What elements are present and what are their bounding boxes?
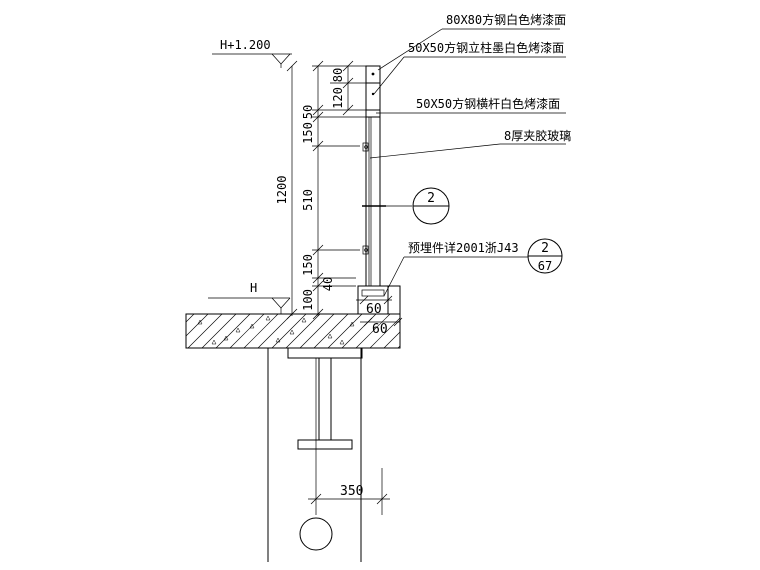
slab-aggregate-mark bbox=[301, 317, 307, 323]
slab-hatch-line bbox=[201, 313, 237, 349]
dimension-chain: 80 120 50 150 510 150 40 100 bbox=[301, 60, 372, 320]
dim-80: 80 bbox=[331, 68, 345, 82]
dim-40: 40 bbox=[321, 277, 335, 291]
level-floor-label: H bbox=[250, 281, 257, 295]
slab-aggregate-mark bbox=[249, 323, 255, 329]
dim-150-upper: 150 bbox=[301, 122, 315, 144]
section-mark-symbol: 2 bbox=[362, 187, 450, 225]
slab-aggregate-mark bbox=[275, 337, 281, 343]
dim-60-lower: 60 bbox=[372, 322, 388, 337]
slab-hatch-line bbox=[215, 313, 251, 349]
slab-hatch-line bbox=[187, 313, 223, 349]
callout-labels: 80X80方钢白色烤漆面 50X50方钢立柱墨白色烤漆面 50X50方钢横杆白色… bbox=[369, 12, 571, 297]
slab-hatch-line bbox=[313, 313, 349, 349]
dimension-total-height: 1200 bbox=[275, 60, 298, 320]
slab-hatch-line bbox=[185, 313, 195, 323]
dim-1200: 1200 bbox=[275, 176, 289, 205]
slab-aggregate-mark bbox=[235, 327, 241, 333]
slab-aggregate-mark bbox=[289, 329, 295, 335]
slab-hatch-line bbox=[285, 313, 321, 349]
slab-hatch-line bbox=[341, 313, 377, 349]
dim-50: 50 bbox=[301, 105, 315, 119]
curb-and-base: 60 60 bbox=[356, 285, 403, 337]
slab-hatch-line bbox=[369, 317, 401, 349]
level-floor: H bbox=[208, 281, 291, 314]
slab-hatch-line bbox=[383, 331, 401, 349]
rebar-circle bbox=[299, 517, 333, 551]
dim-120: 120 bbox=[331, 87, 345, 109]
slab-aggregate-mark bbox=[265, 315, 271, 321]
slab-hatch-line bbox=[271, 313, 307, 349]
dim-150-lower: 150 bbox=[301, 254, 315, 276]
steel-beam bbox=[267, 347, 363, 562]
section-mark-number: 2 bbox=[427, 191, 435, 206]
label-post: 50X50方钢立柱墨白色烤漆面 bbox=[408, 40, 564, 55]
label-top-rail: 80X80方钢白色烤漆面 bbox=[446, 12, 566, 27]
slab-hatch-line bbox=[185, 313, 209, 337]
level-top: H+1.200 bbox=[212, 38, 292, 68]
slab-hatch-line bbox=[229, 313, 265, 349]
slab-hatch-line bbox=[299, 313, 335, 349]
slab-aggregate-mark bbox=[339, 339, 345, 345]
slab-hatch-line bbox=[327, 313, 363, 349]
railing bbox=[362, 65, 381, 286]
dim-510: 510 bbox=[301, 189, 315, 211]
slab-hatch-line bbox=[397, 345, 401, 349]
index-number: 2 bbox=[541, 241, 549, 256]
handrail-section bbox=[365, 109, 381, 118]
detail-index-symbol: 2 67 bbox=[527, 238, 563, 274]
dim-60-upper: 60 bbox=[366, 302, 382, 317]
level-top-label: H+1.200 bbox=[220, 38, 271, 52]
slab-hatch-line bbox=[257, 313, 293, 349]
slab-aggregate-mark bbox=[197, 319, 203, 325]
slab-aggregate-mark bbox=[211, 339, 217, 345]
slab-aggregate-mark bbox=[223, 335, 229, 341]
dim-100: 100 bbox=[301, 289, 315, 311]
top-rail-section bbox=[365, 65, 381, 84]
dimension-350: 350 bbox=[308, 358, 390, 515]
slab-aggregate-mark bbox=[327, 333, 333, 339]
floor-slab bbox=[185, 313, 401, 349]
dim-350: 350 bbox=[340, 484, 363, 499]
label-embedded: 预埋件详2001浙J43 bbox=[408, 240, 519, 255]
label-glass: 8厚夹胶玻璃 bbox=[504, 128, 571, 143]
label-handrail: 50X50方钢横杆白色烤漆面 bbox=[416, 96, 560, 111]
slab-aggregate-mark bbox=[349, 321, 355, 327]
slab-hatch-line bbox=[243, 313, 279, 349]
slab-hatch-line bbox=[355, 313, 391, 349]
index-sheet: 67 bbox=[538, 259, 552, 273]
